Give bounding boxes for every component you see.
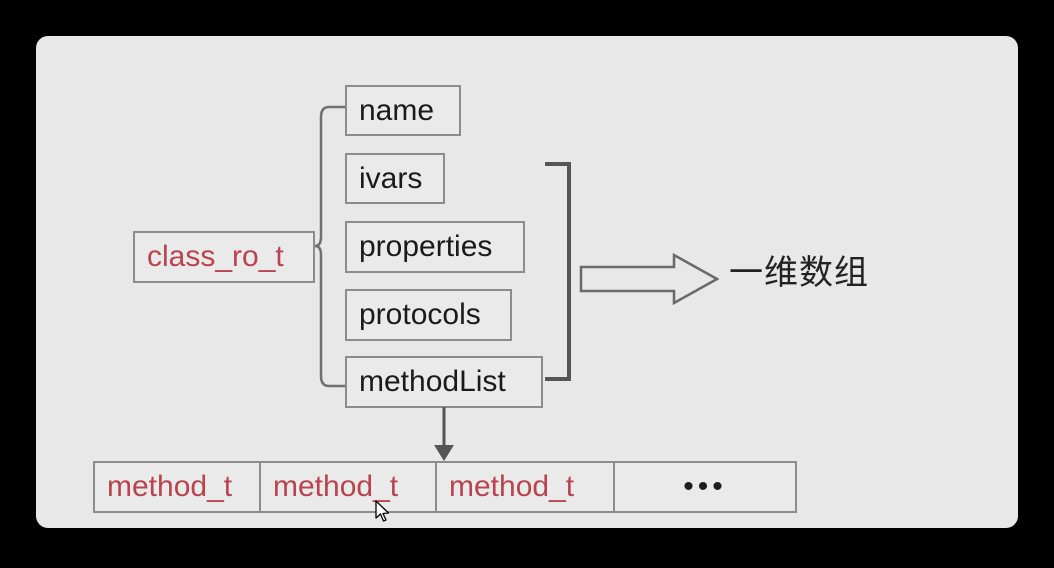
block-arrow-right-icon	[579, 253, 719, 305]
table-cell-ellipsis[interactable]: •••	[615, 463, 795, 511]
method-list-table: method_t method_t method_t •••	[93, 461, 797, 513]
field-box-properties[interactable]: properties	[345, 221, 525, 273]
field-label-name: name	[359, 93, 435, 127]
table-cell-method-t-3[interactable]: method_t	[437, 463, 615, 511]
table-cell-label: method_t	[107, 470, 233, 503]
mouse-pointer-icon	[375, 500, 390, 522]
table-cell-label: method_t	[449, 470, 575, 503]
left-brace-connector	[315, 105, 347, 388]
table-cell-method-t-2[interactable]: method_t	[261, 463, 437, 511]
table-cell-label: •••	[683, 470, 727, 503]
arrow-down-icon	[434, 407, 454, 461]
annotation-array-label: 一维数组	[729, 253, 869, 293]
annotation-array-label-text: 一维数组	[729, 254, 869, 292]
field-label-protocols: protocols	[359, 298, 481, 331]
field-label-methodlist: methodList	[359, 365, 506, 398]
field-box-methodlist[interactable]: methodList	[345, 356, 543, 408]
field-box-name[interactable]: name	[345, 85, 461, 136]
table-cell-method-t-1[interactable]: method_t	[95, 463, 261, 511]
field-label-ivars: ivars	[359, 161, 423, 195]
table-cell-label: method_t	[273, 470, 399, 503]
node-class-ro-t[interactable]: class_ro_t	[133, 231, 315, 283]
right-bracket-connector	[545, 162, 571, 381]
node-class-ro-t-label: class_ro_t	[147, 240, 284, 273]
field-box-protocols[interactable]: protocols	[345, 289, 512, 341]
diagram-panel: class_ro_t name ivars properties protoco…	[36, 36, 1018, 528]
field-box-ivars[interactable]: ivars	[345, 153, 445, 204]
field-label-properties: properties	[359, 230, 493, 263]
